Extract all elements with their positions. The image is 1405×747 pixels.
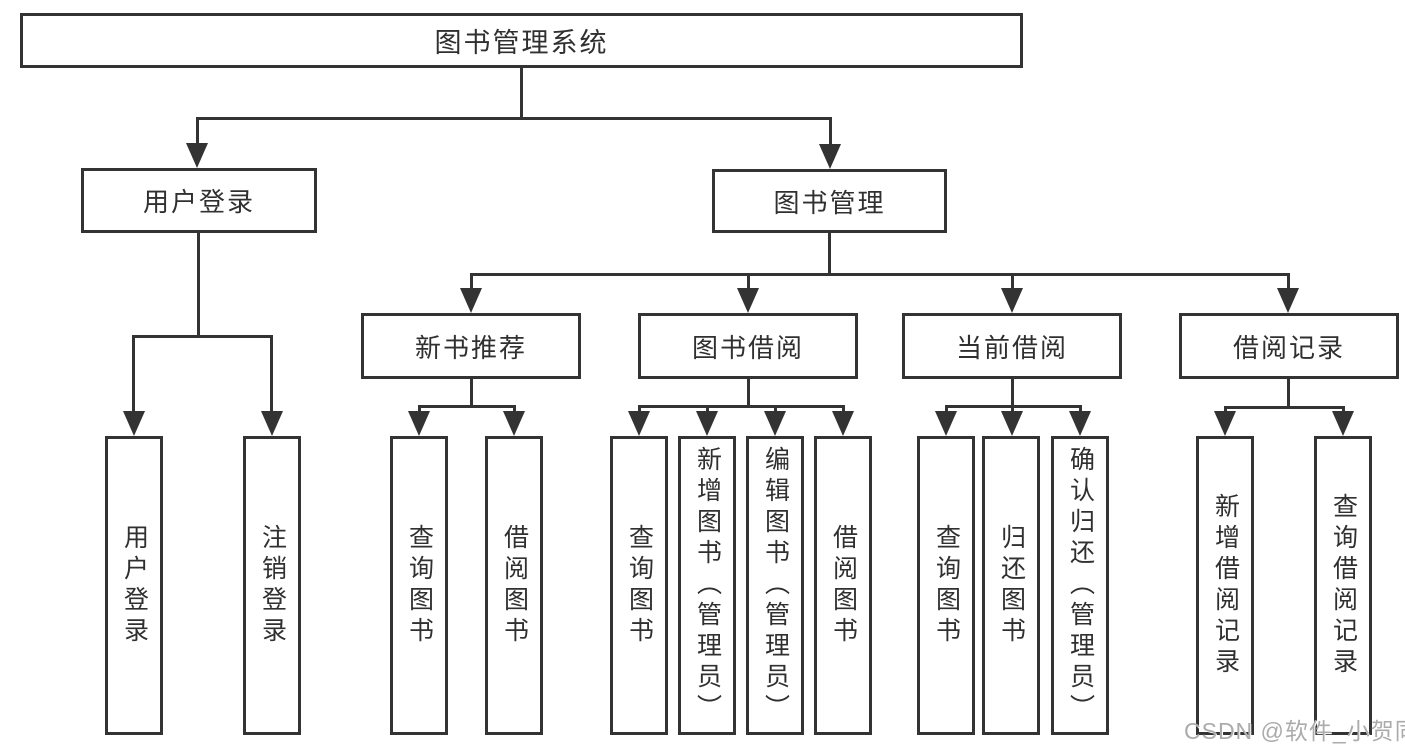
arrow-down-icon — [696, 411, 718, 436]
connector-line — [418, 405, 421, 415]
arrow-down-icon — [1069, 411, 1091, 436]
connector-line — [1224, 406, 1345, 409]
arrow-down-icon — [935, 411, 957, 436]
connector-line — [1079, 405, 1082, 415]
leaf-query-books: 查询图书 — [390, 436, 448, 735]
arrow-down-icon — [123, 411, 145, 436]
connector-line — [470, 273, 1290, 276]
connector-line — [945, 405, 948, 415]
connector-line — [270, 335, 273, 413]
connector-line — [638, 405, 641, 415]
connector-line — [1287, 273, 1290, 289]
arrow-down-icon — [1332, 411, 1354, 436]
arrow-down-icon — [460, 288, 482, 313]
leaf-borrow-books: 借阅图书 — [485, 436, 543, 735]
arrow-down-icon — [503, 411, 525, 436]
connector-line — [132, 335, 273, 338]
node-library-system: 图书管理系统 — [20, 13, 1023, 68]
connector-line — [638, 405, 845, 408]
leaf-edit-book-admin: 编辑图书（管理员） — [746, 436, 804, 735]
arrow-down-icon — [819, 144, 841, 169]
connector-line — [132, 335, 135, 413]
connector-line — [1287, 378, 1290, 409]
arrow-down-icon — [628, 411, 650, 436]
leaf-query-books: 查询图书 — [917, 436, 975, 735]
arrow-down-icon — [1001, 288, 1023, 313]
connector-line — [828, 233, 831, 276]
leaf-confirm-return-admin: 确认归还（管理员） — [1051, 436, 1109, 735]
arrow-down-icon — [1001, 411, 1023, 436]
node-book-borrowing: 图书借阅 — [638, 313, 858, 379]
arrow-down-icon — [737, 288, 759, 313]
node-borrowing-records: 借阅记录 — [1179, 313, 1399, 379]
leaf-add-book-admin: 新增图书（管理员） — [678, 436, 736, 735]
csdn-watermark: CSDN @软件_小贺同学 — [1184, 718, 1405, 744]
connector-line — [513, 405, 516, 415]
arrow-down-icon — [1214, 411, 1236, 436]
arrow-down-icon — [764, 411, 786, 436]
arrow-down-icon — [832, 411, 854, 436]
arrow-down-icon — [408, 411, 430, 436]
node-user-login: 用户登录 — [81, 168, 317, 233]
connector-line — [774, 405, 777, 415]
connector-line — [1342, 406, 1345, 415]
connector-line — [197, 232, 200, 338]
connector-line — [829, 117, 832, 147]
node-book-management: 图书管理 — [712, 169, 947, 233]
node-current-borrowing: 当前借阅 — [902, 313, 1122, 379]
leaf-user-login: 用户登录 — [105, 436, 163, 735]
connector-line — [706, 405, 709, 415]
connector-line — [520, 67, 523, 119]
connector-line — [1224, 406, 1227, 415]
connector-line — [1011, 405, 1014, 415]
connector-line — [747, 273, 750, 289]
connector-line — [1011, 378, 1014, 408]
connector-line — [842, 405, 845, 415]
leaf-borrow-books: 借阅图书 — [814, 436, 872, 735]
connector-line — [747, 378, 750, 408]
connector-line — [1011, 273, 1014, 289]
leaf-query-borrow-record: 查询借阅记录 — [1314, 436, 1372, 735]
connector-line — [196, 117, 832, 120]
connector-line — [418, 405, 516, 408]
arrow-down-icon — [186, 143, 208, 168]
leaf-return-books: 归还图书 — [982, 436, 1040, 735]
arrow-down-icon — [1277, 288, 1299, 313]
connector-line — [470, 273, 473, 289]
leaf-add-borrow-record: 新增借阅记录 — [1196, 436, 1254, 735]
leaf-query-books: 查询图书 — [610, 436, 668, 735]
connector-line — [470, 378, 473, 408]
connector-line — [196, 117, 199, 147]
node-new-book-recommend: 新书推荐 — [361, 313, 581, 379]
leaf-logout: 注销登录 — [243, 436, 301, 735]
arrow-down-icon — [261, 411, 283, 436]
